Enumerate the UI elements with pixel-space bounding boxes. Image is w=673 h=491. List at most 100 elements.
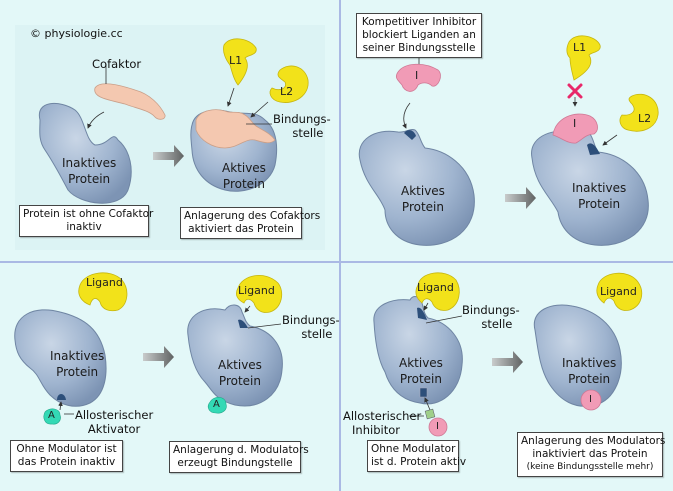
binding-site-label-line2: stelle (481, 317, 513, 331)
caption-line2: ist d. Protein aktiv (371, 456, 467, 468)
ligand-free (78, 272, 128, 312)
caption-box: Anlagerung d. Modulators erzeugt Bindung… (169, 441, 309, 473)
caption-line2: aktiviert das Protein (188, 223, 294, 235)
activator-label: A (213, 399, 220, 410)
protein-label: Aktives Protein (222, 160, 266, 192)
ligand-l1-label: L1 (573, 41, 587, 54)
ligand-arrow (423, 302, 429, 311)
ligand-arrow (244, 305, 251, 313)
caption-box: Ohne Modulator ist das Protein inaktiv (10, 440, 123, 472)
horizontal-divider (0, 261, 673, 263)
protein-label: Aktives Protein (399, 355, 443, 387)
protein-inactive-allosteric (14, 309, 107, 407)
caption-line2: inaktiviert das Protein (532, 448, 648, 460)
cofactor-arrow (87, 111, 105, 129)
cofactor-label: Cofaktor (92, 57, 142, 71)
binding-site-label-line1: Bindungs- (462, 303, 520, 317)
caption-line1: Anlagerung des Modulators (521, 435, 666, 447)
ligand-l1 (566, 35, 601, 81)
binding-site-label-line1: Bindungs- (282, 313, 340, 327)
allosteric-inhibitor-bound (580, 389, 602, 411)
protein-label-line2: Protein (401, 200, 444, 214)
caption-line1: Protein ist ohne Cofaktor (23, 208, 154, 220)
modulator-label: Allosterischer Aktivator (75, 408, 153, 436)
protein-label: Inaktives Protein (562, 355, 616, 387)
transition-arrow (143, 346, 174, 368)
modulator-label-line1: Allosterischer (75, 408, 154, 422)
ligand-label: Ligand (600, 285, 637, 298)
caption-line2: das Protein inaktiv (17, 456, 116, 468)
caption-line2: inaktiv (66, 221, 102, 233)
caption-box: Kompetitiver Inhibitor blockiert Ligande… (356, 13, 482, 58)
l1-arrow (226, 87, 235, 107)
protein-active-allosteric (187, 304, 283, 407)
ligand-bound (236, 275, 283, 313)
protein-label-line1: Aktives (222, 161, 266, 175)
ligand-free (596, 272, 643, 311)
protein-label: Inaktives Protein (62, 155, 116, 187)
inhibitor-bound (552, 113, 598, 144)
caption-line2: blockiert Liganden an (362, 29, 476, 41)
transition-arrow (505, 187, 536, 209)
inhibitor-connector (424, 408, 436, 420)
protein-label-line1: Inaktives (562, 356, 617, 370)
protein-label-line2: Protein (56, 365, 99, 379)
copyright-label: © physiologie.cc (30, 27, 123, 40)
protein-label-line1: Inaktives (62, 156, 117, 170)
inhibitor-arrow (424, 397, 431, 411)
protein-inactive-cofactor (38, 102, 132, 204)
ligand-l2-label: L2 (280, 85, 294, 98)
caption-box: Anlagerung des Modulators inaktiviert da… (517, 432, 666, 477)
vertical-divider (339, 0, 341, 491)
allosteric-inhibitor-free (428, 417, 448, 437)
protein-inactive-allosteric-inh (533, 304, 622, 407)
caption-line1: Anlagerung d. Modulators (173, 444, 309, 456)
protein-label-line2: Protein (568, 372, 611, 386)
caption-box: Anlagerung des Cofaktors aktiviert das P… (180, 207, 321, 239)
ligand-l2-label: L2 (638, 112, 652, 125)
caption-line1: Ohne Modulator (371, 443, 456, 455)
binding-site-label: Bindungs- stelle (462, 303, 520, 331)
protein-label-line1: Aktives (401, 184, 445, 198)
protein-label: Inaktives Protein (50, 348, 104, 380)
transition-arrow (153, 145, 184, 167)
binding-site-label-line2: stelle (292, 126, 324, 140)
modulator-label-line1: Allosterischer (343, 409, 422, 423)
caption-box: Ohne Modulator ist d. Protein aktiv (367, 440, 467, 472)
ligand-bound (415, 272, 460, 311)
ligand-label: Ligand (417, 281, 454, 294)
protein-label: Inaktives Protein (572, 180, 626, 212)
activator-free (43, 408, 61, 425)
protein-label-line2: Protein (68, 172, 111, 186)
binding-site-pointer (425, 315, 463, 324)
activator-label: A (48, 410, 55, 421)
caption-line1: Anlagerung des Cofaktors (184, 210, 321, 222)
binding-site-label: Bindungs- stelle (282, 313, 340, 341)
inhibitor-label: I (436, 421, 439, 432)
protein-label-line1: Inaktives (50, 349, 105, 363)
caption-line3: seiner Bindungsstelle (362, 42, 476, 54)
inhibitor-arrow (402, 102, 411, 129)
modulator-label-line2: Inhibitor (352, 423, 400, 437)
caption-line1: Kompetitiver Inhibitor (361, 16, 477, 28)
caption-line1: Ohne Modulator ist (16, 443, 117, 455)
binding-site-label-line2: stelle (301, 327, 333, 341)
modulator-label: Allosterischer Inhibitor (343, 409, 422, 437)
binding-site-label-line1: Bindungs- (273, 112, 331, 126)
protein-label-line1: Aktives (399, 356, 443, 370)
protein-label-line1: Aktives (218, 358, 262, 372)
caption-line2: erzeugt Bindungstelle (177, 457, 293, 469)
l2-arrow (250, 101, 269, 118)
protein-label-line2: Protein (218, 374, 261, 388)
activator-bound (207, 397, 227, 414)
protein-active-cofactor (190, 109, 278, 192)
inhibitor-label: I (589, 394, 592, 405)
ligand-l2 (269, 65, 309, 103)
cofactor-shape (94, 83, 166, 120)
protein-label-line1: Inaktives (572, 181, 627, 195)
ligand-l1 (223, 38, 257, 86)
protein-label-line2: Protein (578, 197, 621, 211)
protein-label: Aktives Protein (218, 357, 262, 389)
block-x-icon (567, 83, 583, 99)
